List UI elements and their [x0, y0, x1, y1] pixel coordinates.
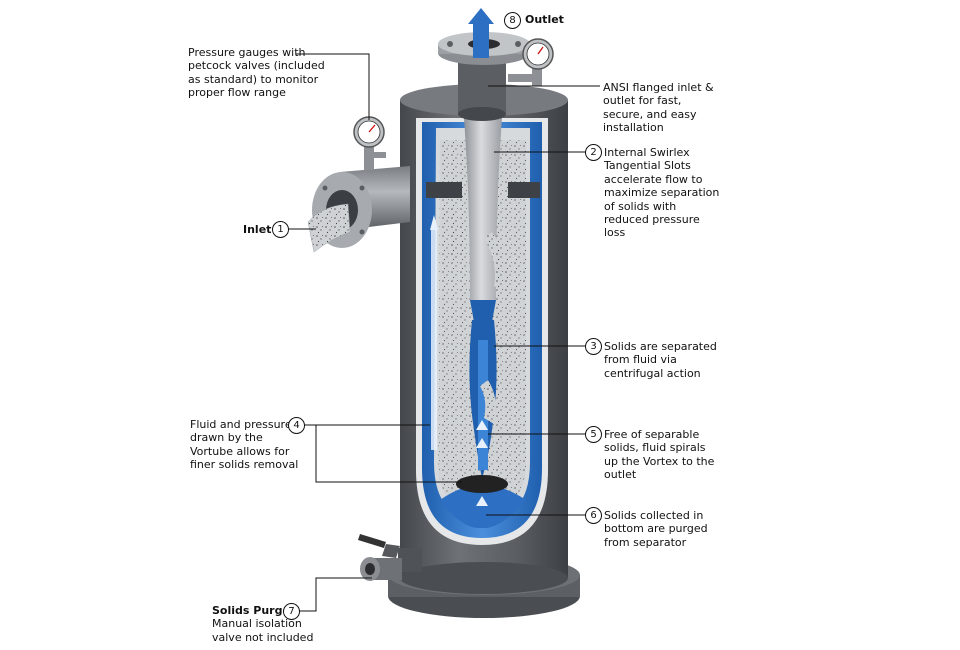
swirlex-label: Internal Swirlex Tangential Slots accele…: [604, 146, 720, 240]
vortube-label: Fluid and pressure drawn by the Vortube …: [190, 418, 299, 472]
separated-label: Solids are separated from fluid via cent…: [604, 340, 717, 380]
callout-number-5: 5: [585, 426, 602, 443]
callout-number-7: 7: [283, 603, 300, 620]
callout-number-6: 6: [585, 507, 602, 524]
gauges-label: Pressure gauges with petcock valves (inc…: [188, 46, 325, 100]
collected-label: Solids collected in bottom are purged fr…: [604, 509, 708, 549]
callout-number-8: 8: [504, 12, 521, 29]
outlet-pressure-gauge: [508, 38, 554, 86]
callout-number-2: 2: [585, 144, 602, 161]
purge-valve: [358, 534, 422, 581]
callout-number-1: 1: [272, 221, 289, 238]
inlet-label: Inlet: [243, 223, 272, 236]
callout-number-3: 3: [585, 338, 602, 355]
inlet-pressure-gauge: [353, 116, 386, 170]
outlet-flow-arrow: [468, 8, 494, 58]
vortex-flow: [430, 118, 508, 506]
callout-number-4: 4: [288, 417, 305, 434]
purge-label: Solids Purge Manual isolation valve not …: [212, 604, 314, 644]
leader-lines: [289, 53, 600, 612]
flanged-label: ANSI flanged inlet & outlet for fast, se…: [603, 81, 714, 135]
outlet-label: Outlet: [525, 13, 564, 26]
vortex-label: Free of separable solids, fluid spirals …: [604, 428, 715, 482]
inlet-pipe: [307, 166, 410, 253]
